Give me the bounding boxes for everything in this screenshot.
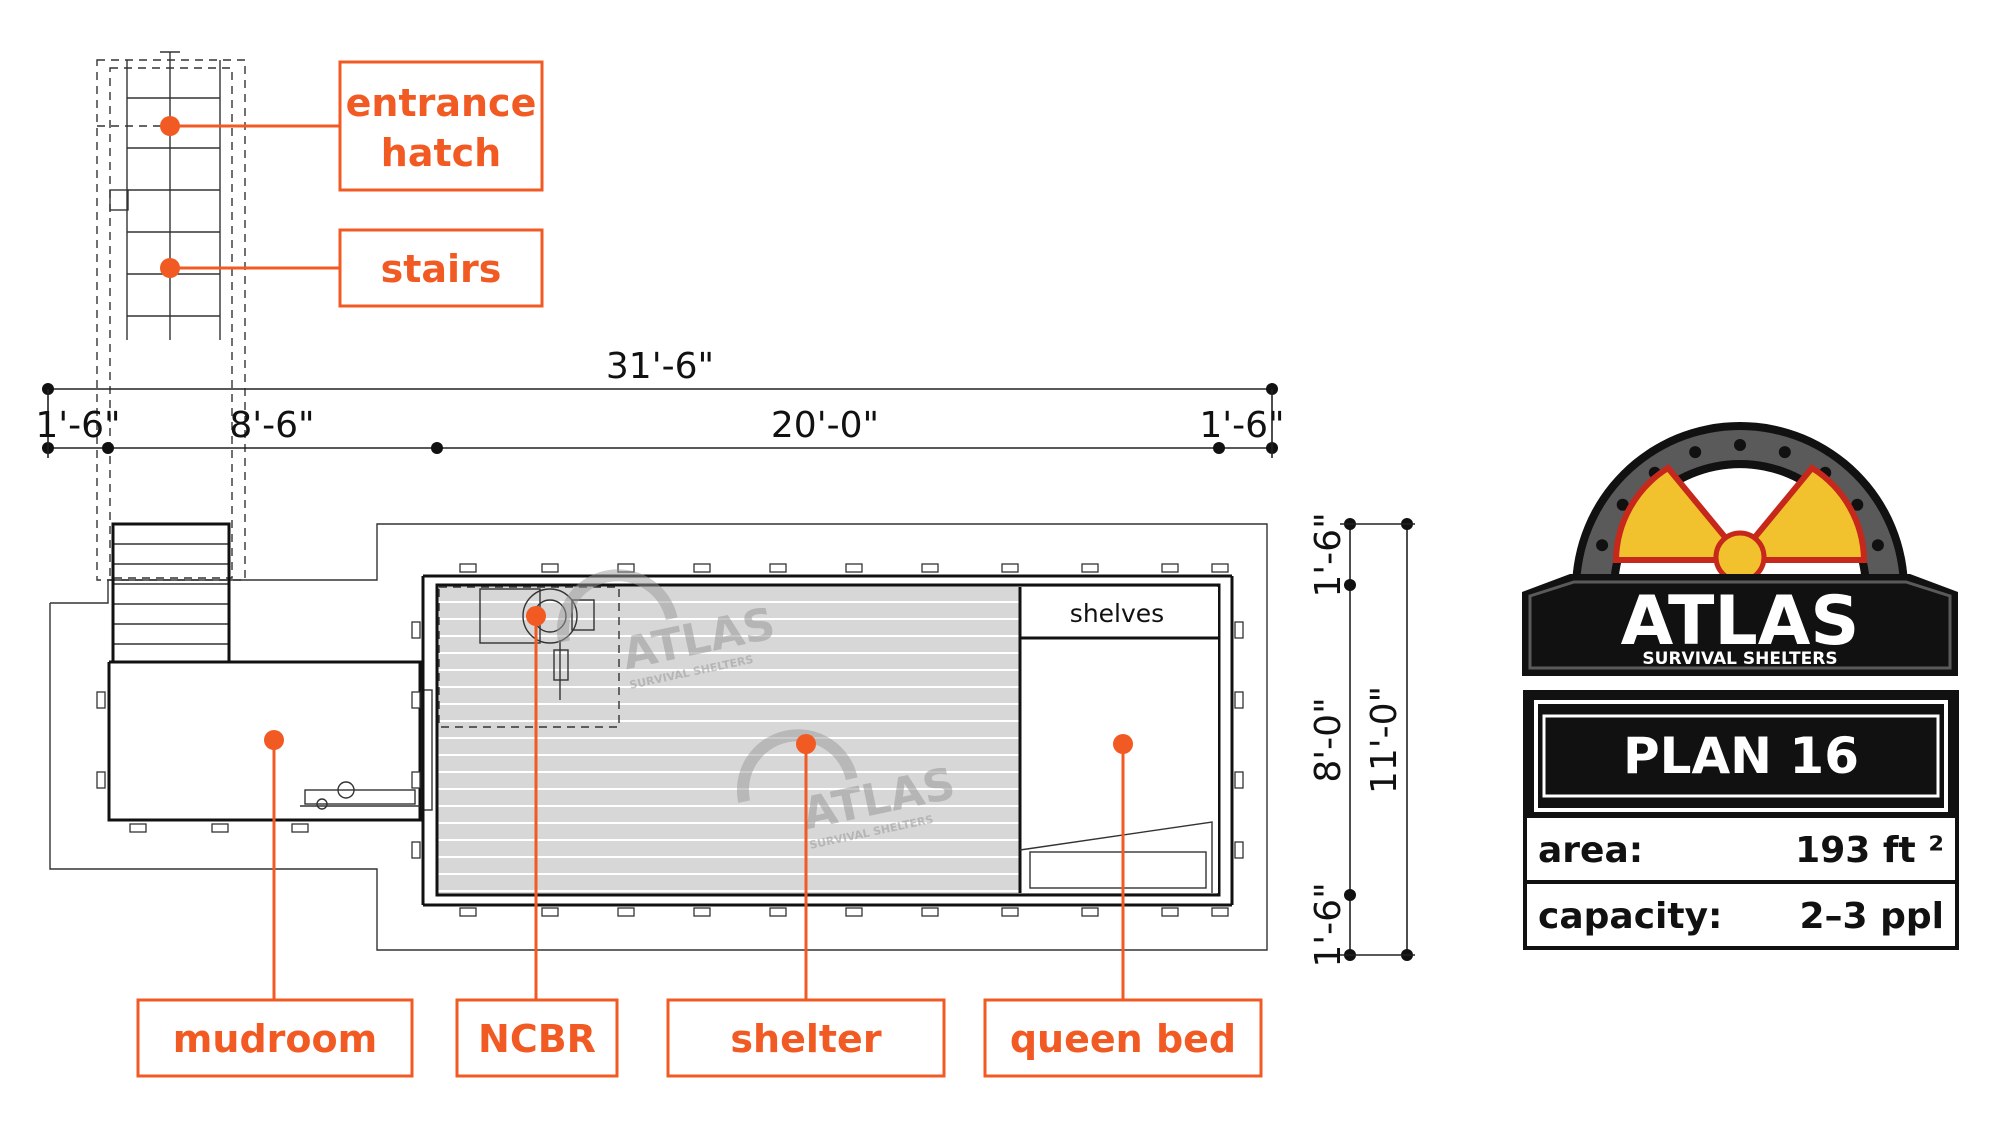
callout-shelter: shelter xyxy=(666,734,946,1078)
dim-segment-2: 8'-6" xyxy=(229,405,314,446)
wall-bracket xyxy=(541,563,559,573)
wall-bracket xyxy=(1081,907,1099,917)
wall-bracket xyxy=(693,563,711,573)
wall-bracket xyxy=(1234,771,1244,789)
logo-rivet xyxy=(1734,439,1746,451)
wall-bracket xyxy=(617,907,635,917)
outer-envelope xyxy=(49,523,1268,951)
logo-rivet xyxy=(1851,498,1864,511)
entrance-hatch-label-line1: entrance xyxy=(346,81,537,125)
wall-bracket xyxy=(411,841,421,859)
wall-bracket xyxy=(1081,563,1099,573)
callout-entrance-hatch: entrance hatch xyxy=(160,60,544,192)
callout-ncbr: NCBR xyxy=(455,606,619,1078)
radiation-left-blade xyxy=(1612,464,1739,563)
wall-bracket xyxy=(1001,563,1019,573)
capacity-label: capacity: xyxy=(1538,896,1722,937)
logo-tagline-text: SURVIVAL SHELTERS xyxy=(1642,649,1837,669)
radiation-center xyxy=(1713,530,1767,584)
logo-rivet xyxy=(1778,446,1791,459)
right-dimensions: 1'-6" 8'-0" 1'-6" 11'-0" xyxy=(1308,512,1415,968)
wall-bracket xyxy=(769,563,787,573)
callout-queen-bed: queen bed xyxy=(983,734,1263,1078)
wall-bracket xyxy=(411,621,421,639)
wall-bracket xyxy=(411,771,421,789)
mudroom-room xyxy=(107,524,433,822)
wall-bracket xyxy=(693,907,711,917)
wall-bracket xyxy=(459,907,477,917)
wall-bracket xyxy=(459,563,477,573)
wall-bracket xyxy=(769,907,787,917)
callout-mudroom: mudroom xyxy=(136,730,414,1078)
plan-card: PLAN 16 area: 193 ft ² capacity: 2–3 ppl xyxy=(1523,690,1959,950)
stair-shaft xyxy=(96,51,246,664)
wall-bracket xyxy=(1001,907,1019,917)
radiation-right-blade xyxy=(1741,464,1868,563)
wall-bracket xyxy=(1211,563,1229,573)
wall-bracket xyxy=(411,691,421,709)
dim-overall-width: 11'-0" xyxy=(1364,686,1405,794)
wall-bracket xyxy=(1234,841,1244,859)
atlas-logo: ATLAS SURVIVAL SHELTERS xyxy=(1522,422,1958,676)
wall-bracket xyxy=(1234,621,1244,639)
ncbr-label: NCBR xyxy=(478,1017,596,1061)
logo-rivet xyxy=(1689,446,1702,459)
wall-bracket xyxy=(1161,907,1179,917)
wall-bracket xyxy=(96,771,106,789)
wall-bracket xyxy=(211,823,229,833)
wall-bracket xyxy=(1234,691,1244,709)
dim-right-middle: 8'-0" xyxy=(1308,697,1349,782)
wall-bracket xyxy=(129,823,147,833)
dim-right-top: 1'-6" xyxy=(1308,512,1349,597)
wall-brackets xyxy=(96,563,1244,917)
dim-segment-3: 20'-0" xyxy=(771,405,879,446)
top-dimensions: 31'-6" 1'-6" 8'-6" 20'-0" 1'-6" xyxy=(35,346,1285,458)
logo-rivet xyxy=(1596,539,1609,552)
mudroom-label: mudroom xyxy=(173,1017,377,1061)
wall-bracket xyxy=(96,691,106,709)
capacity-value: 2–3 ppl xyxy=(1799,896,1944,937)
entrance-hatch-label-line2: hatch xyxy=(381,131,501,175)
logo-rivet xyxy=(1871,539,1884,552)
shelter-label: shelter xyxy=(730,1017,881,1061)
logo-rivet xyxy=(1616,498,1629,511)
wall-bracket xyxy=(845,907,863,917)
wall-bracket xyxy=(291,823,309,833)
plan-title: PLAN 16 xyxy=(1623,727,1859,785)
stairs-label: stairs xyxy=(381,247,502,291)
dim-segment-4: 1'-6" xyxy=(1199,405,1284,446)
queen-bed-label: queen bed xyxy=(1010,1017,1236,1061)
area-label: area: xyxy=(1538,830,1643,871)
wall-bracket xyxy=(921,563,939,573)
dim-segment-1: 1'-6" xyxy=(35,405,120,446)
wall-bracket xyxy=(1161,563,1179,573)
wall-bracket xyxy=(921,907,939,917)
shelves-label: shelves xyxy=(1070,599,1164,628)
dim-right-bottom: 1'-6" xyxy=(1308,882,1349,967)
dim-overall-length: 31'-6" xyxy=(606,346,714,387)
callout-stairs: stairs xyxy=(160,228,544,308)
logo-brand-text: ATLAS xyxy=(1621,582,1860,661)
area-value: 193 ft ² xyxy=(1795,830,1944,871)
wall-bracket xyxy=(1211,907,1229,917)
wall-bracket xyxy=(541,907,559,917)
wall-bracket xyxy=(845,563,863,573)
